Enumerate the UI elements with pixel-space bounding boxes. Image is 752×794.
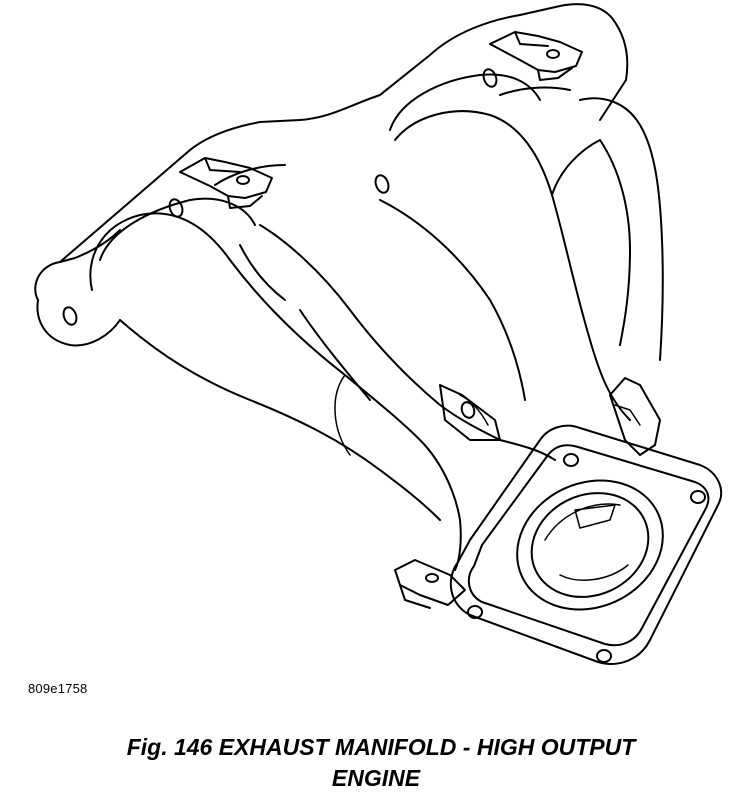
exhaust-manifold-illustration <box>34 3 723 665</box>
caption-line-2: ENGINE <box>331 765 421 791</box>
runner-4 <box>579 97 664 361</box>
flange-bolt-hole <box>482 68 498 88</box>
outlet-bolt-hole <box>467 605 483 619</box>
runner-3 <box>379 110 631 421</box>
flange-bolt-hole <box>374 174 390 194</box>
outlet-bolt-hole <box>690 490 706 504</box>
outlet-bore <box>516 479 664 611</box>
caption-line-1: Fig. 146 EXHAUST MANIFOLD - HIGH OUTPUT <box>126 734 636 760</box>
head-flange <box>34 3 629 347</box>
heat-shield-tab-left <box>179 157 273 209</box>
illustration-reference-code: 809e1758 <box>28 681 88 696</box>
runner-1 <box>89 212 441 521</box>
outlet-bolt-hole <box>596 649 612 663</box>
side-bracket <box>609 377 661 456</box>
outlet-flange <box>449 424 723 665</box>
collector <box>419 384 556 571</box>
outlet-bolt-hole <box>563 453 579 467</box>
runner-2 <box>239 224 501 441</box>
flange-bolt-hole <box>62 306 78 326</box>
heat-shield-tab-right <box>489 31 583 81</box>
figure-caption: Fig. 146 EXHAUST MANIFOLD - HIGH OUTPUT … <box>0 732 752 794</box>
lower-bracket <box>394 559 466 609</box>
